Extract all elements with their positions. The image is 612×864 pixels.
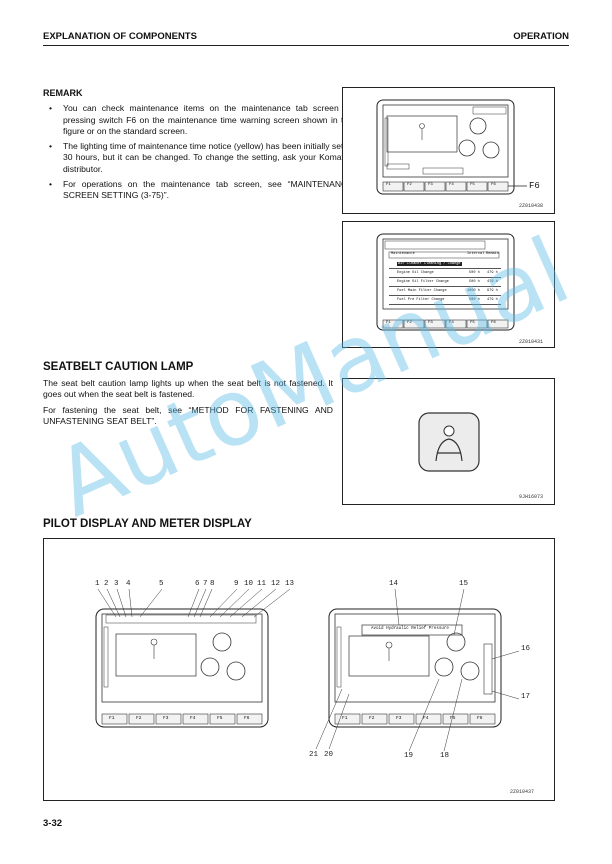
figure-code: 2Z010437 xyxy=(510,789,535,795)
f6-callout: F6 xyxy=(529,181,540,191)
pilot-display-illustration xyxy=(95,588,520,752)
table-row: Fuel Main Filter Change 1000 h 979 h xyxy=(389,287,501,296)
callout-number: 5 xyxy=(159,580,164,588)
fkey-label: F3 xyxy=(428,183,433,187)
seatbelt-icon xyxy=(418,412,480,472)
fkey-label: F1 xyxy=(386,321,391,325)
monitor-illustration xyxy=(376,99,527,195)
page-number: 3-32 xyxy=(43,818,63,829)
callout-number: 9 xyxy=(234,580,239,588)
remark-title: REMARK xyxy=(43,88,83,98)
callout-number: 19 xyxy=(404,752,414,760)
seatbelt-paragraph: The seat belt caution lamp lights up whe… xyxy=(43,378,333,400)
callout-number: 11 xyxy=(257,580,267,588)
callout-number: 17 xyxy=(521,693,531,701)
figure-pilot-display: Avoid Hydraulic Relief Pressure F1 F2 F3… xyxy=(43,538,555,801)
fkey-label: F2 xyxy=(369,716,375,721)
callout-number: 3 xyxy=(114,580,119,588)
callout-number: 6 xyxy=(195,580,200,588)
figure-code: 9JH16073 xyxy=(519,494,544,500)
callout-number: 1 xyxy=(95,580,100,588)
fkey-label: F2 xyxy=(407,321,412,325)
callout-number: 14 xyxy=(389,580,399,588)
remark-item: For operations on the maintenance tab sc… xyxy=(49,179,353,202)
callout-number: 4 xyxy=(126,580,131,588)
figure-code: 2Z010438 xyxy=(519,203,544,209)
monitor-illustration xyxy=(376,233,515,331)
table-row: Engine Oil Change 500 h 479 h xyxy=(389,269,501,278)
fkey-label: F6 xyxy=(244,716,250,721)
callout-number: 2 xyxy=(104,580,109,588)
table-row: Engine Oil Filter Change 500 h 479 h xyxy=(389,278,501,287)
figure-maintenance-tab: Maintenance Interval Remain Air Cleaner … xyxy=(342,221,555,348)
fkey-label: F6 xyxy=(477,716,483,721)
table-row: Fuel Pre Filter Change 500 h 479 h xyxy=(389,296,501,305)
warning-message: Avoid Hydraulic Relief Pressure xyxy=(371,627,449,631)
fkey-label: F4 xyxy=(190,716,196,721)
callout-number: 18 xyxy=(440,752,450,760)
table-row: Air Cleaner Cleaning / Change xyxy=(389,260,501,269)
figure-code: 2Z010431 xyxy=(519,339,544,345)
callout-number: 16 xyxy=(521,645,531,653)
figure-seatbelt-lamp: 9JH16073 xyxy=(342,378,555,505)
fkey-label: F1 xyxy=(386,183,391,187)
callout-number: 15 xyxy=(459,580,469,588)
seatbelt-title: SEATBELT CAUTION LAMP xyxy=(43,361,194,373)
column-header: Maintenance xyxy=(391,252,415,256)
fkey-label: F2 xyxy=(407,183,412,187)
column-header: Interval xyxy=(467,252,485,256)
callout-number: 8 xyxy=(210,580,215,588)
remark-item: The lighting time of maintenance time no… xyxy=(49,141,353,176)
fkey-label: F4 xyxy=(423,716,429,721)
callout-number: 7 xyxy=(203,580,208,588)
callout-number: 20 xyxy=(324,751,334,759)
callout-number: 21 xyxy=(309,751,319,759)
fkey-label: F3 xyxy=(163,716,169,721)
page-header: EXPLANATION OF COMPONENTS OPERATION xyxy=(43,29,569,46)
figure-monitor-standard: F1 F2 F3 F4 F5 F6 F6 2Z010438 xyxy=(342,87,555,214)
fkey-label: F5 xyxy=(470,183,475,187)
seatbelt-paragraph: For fastening the seat belt, see “METHOD… xyxy=(43,405,333,427)
section-heading: EXPLANATION OF COMPONENTS xyxy=(43,31,197,42)
fkey-label: F5 xyxy=(217,716,223,721)
fkey-label: F6 xyxy=(491,183,496,187)
fkey-label: F2 xyxy=(136,716,142,721)
fkey-label: F4 xyxy=(449,183,454,187)
fkey-label: F4 xyxy=(449,321,454,325)
column-header: Remain xyxy=(486,252,499,256)
pilot-title: PILOT DISPLAY AND METER DISPLAY xyxy=(43,518,252,530)
fkey-label: F1 xyxy=(109,716,115,721)
maintenance-table: Air Cleaner Cleaning / Change Engine Oil… xyxy=(389,260,501,305)
fkey-label: F1 xyxy=(342,716,348,721)
fkey-label: F3 xyxy=(396,716,402,721)
fkey-label: F5 xyxy=(450,716,456,721)
remark-item: You can check maintenance items on the m… xyxy=(49,103,353,138)
callout-number: 10 xyxy=(244,580,254,588)
callout-number: 12 xyxy=(271,580,281,588)
callout-number: 13 xyxy=(285,580,295,588)
chapter-heading: OPERATION xyxy=(513,31,569,42)
fkey-label: F6 xyxy=(491,321,496,325)
fkey-label: F5 xyxy=(470,321,475,325)
remark-list: You can check maintenance items on the m… xyxy=(43,103,353,205)
fkey-label: F3 xyxy=(428,321,433,325)
